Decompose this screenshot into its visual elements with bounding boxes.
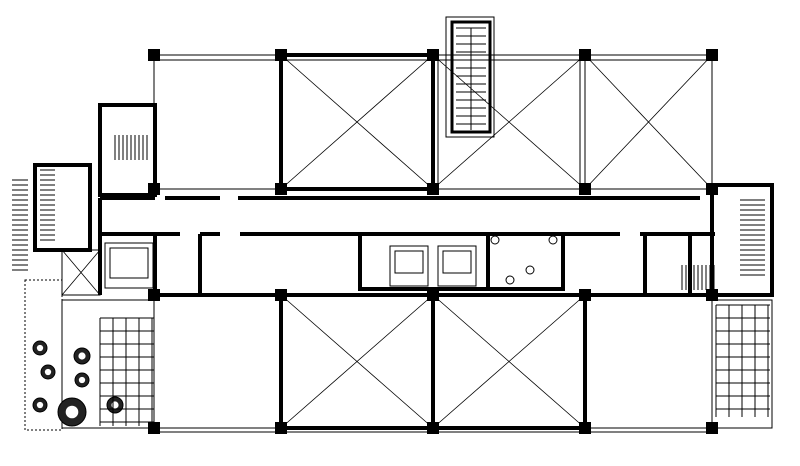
core [98, 198, 692, 297]
bay-upper-4 [584, 54, 713, 190]
column [706, 422, 718, 434]
column [148, 289, 160, 301]
column [706, 289, 718, 301]
column [275, 289, 287, 301]
column [427, 183, 439, 195]
column [706, 49, 718, 61]
column [148, 422, 160, 434]
columns [148, 49, 718, 434]
terrace-right [711, 299, 773, 429]
toilets [486, 232, 565, 291]
right-stair [681, 183, 774, 297]
column [706, 183, 718, 195]
lift-left [104, 242, 154, 289]
column [148, 183, 160, 195]
column [275, 422, 287, 434]
column [427, 49, 439, 61]
corridor [100, 196, 715, 236]
column [427, 422, 439, 434]
bay-lower-left [153, 294, 282, 429]
top-stair [445, 16, 495, 138]
column [579, 183, 591, 195]
stair-outline [445, 16, 495, 138]
column [579, 289, 591, 301]
lift-2 [437, 245, 477, 287]
bay-upper-left [153, 54, 282, 190]
column [148, 49, 160, 61]
lower-bays [153, 293, 713, 433]
lift-1 [389, 245, 429, 287]
upper-bays [153, 53, 713, 191]
bay-lower-right [584, 294, 713, 429]
column [427, 289, 439, 301]
column [275, 183, 287, 195]
paving-grid [99, 317, 154, 426]
paving-grid [715, 304, 770, 417]
column [579, 49, 591, 61]
column [579, 422, 591, 434]
column [275, 49, 287, 61]
left-stair [12, 103, 157, 296]
terrace-left [24, 279, 155, 431]
